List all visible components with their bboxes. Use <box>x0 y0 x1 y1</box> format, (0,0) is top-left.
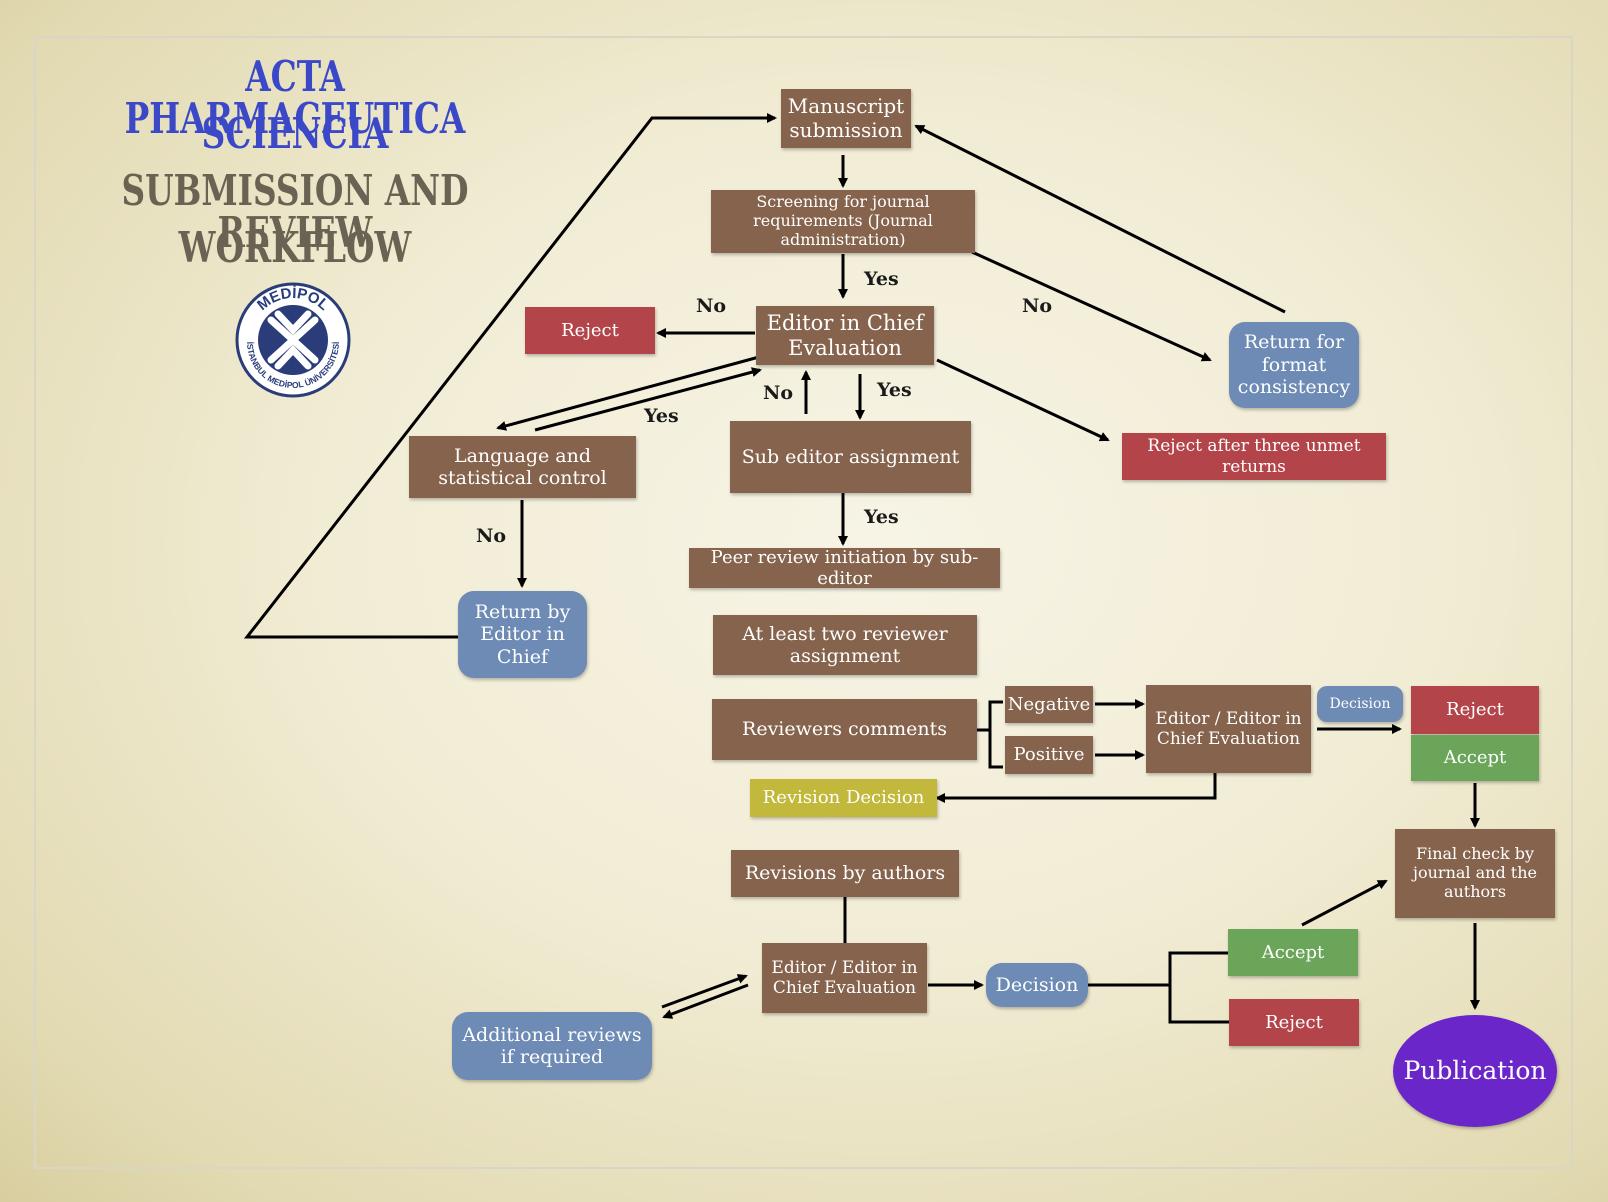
node-negative: Negative <box>1005 686 1093 723</box>
arrow-chief-rejectthree <box>936 358 1110 442</box>
arrow-chief-language <box>496 355 760 431</box>
node-editor-eval-reviews: Editor / Editor in Chief Evaluation <box>1146 685 1311 773</box>
node-publication: Publication <box>1393 1015 1557 1127</box>
node-reject-revisions: Reject <box>1229 999 1359 1046</box>
node-two-reviewers: At least two reviewer assignment <box>713 615 977 675</box>
node-manuscript-submission: Manuscript submission <box>781 89 911 148</box>
medipol-logo: MEDİPOL İSTANBUL MEDİPOL ÜNİVERSİTESİ <box>235 282 351 398</box>
node-return-format: Return for format consistency <box>1229 322 1359 408</box>
label-sub-yes: Yes <box>877 379 912 401</box>
node-positive: Positive <box>1005 736 1093 774</box>
node-editor-eval-revisions: Editor / Editor in Chief Evaluation <box>762 943 927 1013</box>
label-screening-yes: Yes <box>864 268 899 290</box>
title-line-4: WORKFLOW <box>178 223 412 272</box>
node-reject-three-returns: Reject after three unmet returns <box>1122 433 1386 480</box>
node-reject-initial: Reject <box>525 307 655 354</box>
node-return-editor: Return by Editor in Chief <box>458 591 587 678</box>
arrow-language-chief <box>534 367 762 432</box>
arrow-additional-eval <box>661 974 748 1009</box>
node-decision-reviews: Decision <box>1317 686 1403 722</box>
node-accept-revisions: Accept <box>1228 929 1358 976</box>
node-sub-editor: Sub editor assignment <box>730 421 971 493</box>
slide-frame <box>34 36 1573 1169</box>
node-final-check: Final check by journal and the authors <box>1395 829 1555 918</box>
label-language-no: No <box>476 525 507 547</box>
node-peer-review: Peer review initiation by sub-editor <box>689 547 1000 589</box>
node-revision-decision: Revision Decision <box>750 779 937 817</box>
label-sub-no: No <box>763 382 794 404</box>
arrow-return-loop <box>243 113 777 639</box>
arrow-eval-revision <box>935 772 1217 803</box>
arrow-screening-return <box>971 250 1212 362</box>
node-accept-reviews: Accept <box>1411 735 1539 781</box>
node-editor-chief-evaluation: Editor in Chief Evaluation <box>756 306 934 365</box>
bracket-decision2 <box>1168 951 1230 1024</box>
arrow-eval-additional <box>662 983 749 1019</box>
arrow-accept2-final <box>1301 879 1388 927</box>
node-language-statistical: Language and statistical control <box>409 436 636 498</box>
title-line-3: SUBMISSION AND REVIEW <box>121 166 469 257</box>
label-language-yes: Yes <box>644 405 679 427</box>
node-screening: Screening for journal requirements (Jour… <box>711 190 975 253</box>
title-line-1: ACTA PHARMACEUTICA <box>124 52 466 143</box>
label-chief-no: No <box>696 295 727 317</box>
bracket-split <box>988 700 1003 769</box>
label-peer-yes: Yes <box>864 506 899 528</box>
node-additional-reviews: Additional reviews if required <box>452 1012 652 1080</box>
node-decision-revisions: Decision <box>986 963 1088 1007</box>
node-reject-reviews: Reject <box>1411 686 1539 734</box>
label-screening-no: No <box>1022 295 1053 317</box>
node-revisions-authors: Revisions by authors <box>731 850 959 897</box>
node-reviewers-comments: Reviewers comments <box>712 699 977 760</box>
arrow-return-manuscript <box>914 124 1286 314</box>
title-line-2: SCIENCIA <box>201 109 389 158</box>
